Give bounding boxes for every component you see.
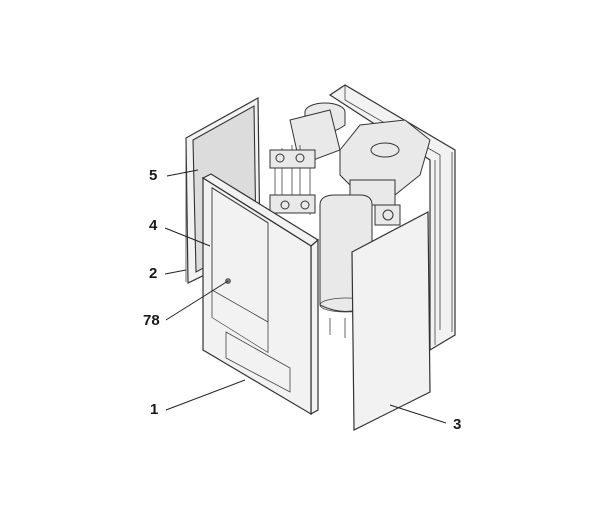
- side-panel-right: [351, 211, 431, 431]
- leader-3: [389, 404, 447, 424]
- callout-3: 3: [453, 416, 462, 433]
- callout-1: 1: [150, 401, 159, 418]
- front-panel: [201, 173, 320, 416]
- leader-1: [165, 379, 246, 411]
- callout-5: 5: [149, 167, 158, 184]
- internal-components: [269, 102, 431, 338]
- leader-4: [164, 227, 211, 247]
- leader-2: [164, 269, 187, 275]
- leader-lines: [164, 169, 447, 424]
- leader-5: [166, 169, 199, 177]
- callout-2: 2: [149, 265, 158, 282]
- leader-78: [165, 280, 229, 321]
- callout-78: 78: [143, 312, 160, 329]
- callout-4: 4: [149, 217, 158, 234]
